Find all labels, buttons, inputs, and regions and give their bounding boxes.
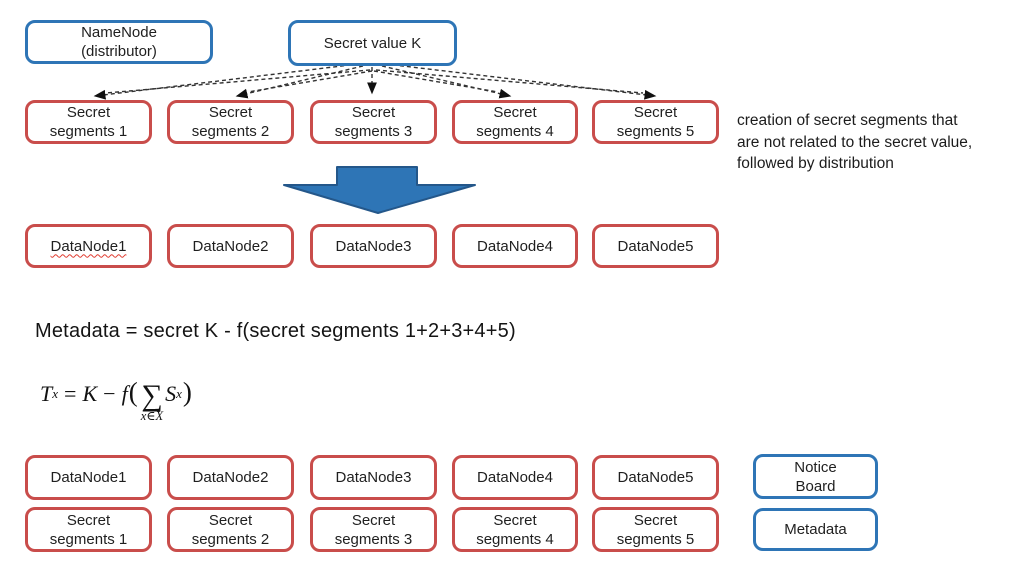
datanode-2-box: DataNode2 xyxy=(167,224,294,268)
secret-segments-4-bottom-box: Secret segments 4 xyxy=(452,507,578,552)
box-label: Secret xyxy=(351,104,396,121)
box-label: Secret xyxy=(493,104,537,121)
math-equals: = xyxy=(64,381,77,406)
datanode-5-box: DataNode5 xyxy=(592,224,719,268)
secret-segments-1-box: Secret segments 1 xyxy=(25,100,152,144)
box-label: DataNode3 xyxy=(335,237,412,255)
box-label: Secret xyxy=(351,511,396,529)
box-label: segments 2 xyxy=(191,530,270,548)
math-minus: − xyxy=(103,381,116,406)
sum-subscript: x∈X xyxy=(140,409,164,423)
secret-segments-4-box: Secret segments 4 xyxy=(452,100,578,144)
annotation-text: creation of secret segments that are not… xyxy=(737,110,1022,175)
datanode-1-bottom-box: DataNode1 xyxy=(25,455,152,500)
math-open-paren: ( xyxy=(128,376,138,407)
annotation-line: creation of secret segments that xyxy=(737,112,958,129)
box-label: DataNode2 xyxy=(192,469,269,486)
datanode-5-bottom-box: DataNode5 xyxy=(592,455,719,500)
math-T: T xyxy=(40,381,53,406)
datanode-3-bottom-box: DataNode3 xyxy=(310,455,437,500)
box-label: DataNode1 xyxy=(50,469,127,486)
math-K: K xyxy=(82,381,98,406)
box-label: segments 4 xyxy=(476,530,554,548)
box-label: segments 5 xyxy=(616,123,695,140)
dashed-arrow-to-segment-1 xyxy=(93,63,359,100)
secret-segments-1-bottom-box: Secret segments 1 xyxy=(25,507,152,552)
box-label: Secret xyxy=(66,104,111,121)
box-label: Secret xyxy=(208,511,253,529)
box-label: Secret xyxy=(208,104,253,121)
box-label: DataNode4 xyxy=(477,469,553,486)
box-label: segments 1 xyxy=(49,123,128,140)
secret-segments-5-box: Secret segments 5 xyxy=(592,100,719,144)
box-label: segments 3 xyxy=(334,530,413,548)
secret-value-box: Secret value K xyxy=(288,20,457,66)
math-close-paren: ) xyxy=(182,376,192,407)
box-label: Notice xyxy=(794,458,837,476)
box-label: DataNode5 xyxy=(617,469,694,486)
math-sum: ∑ x∈X xyxy=(140,379,164,423)
sigma-symbol: ∑ xyxy=(141,379,163,412)
box-label: segments 2 xyxy=(191,123,270,140)
annotation-line: are not related to the secret value, xyxy=(737,133,973,151)
box-label: DataNode2 xyxy=(192,237,269,255)
distribution-dashed-arrows xyxy=(93,63,657,100)
dashed-arrow-to-segment-5 xyxy=(385,63,657,100)
box-label: segments 5 xyxy=(616,530,695,548)
down-arrow-icon xyxy=(283,166,476,214)
box-label: segments 1 xyxy=(49,530,128,548)
box-label: Secret xyxy=(66,511,111,529)
box-label: DataNode1 xyxy=(50,237,127,255)
box-label: segments 3 xyxy=(334,123,413,140)
box-label: Metadata xyxy=(784,521,847,538)
datanode-2-bottom-box: DataNode2 xyxy=(167,455,294,500)
datanode-4-bottom-box: DataNode4 xyxy=(452,455,578,500)
box-label: Board xyxy=(795,477,836,495)
secret-segments-3-box: Secret segments 3 xyxy=(310,100,437,144)
metadata-formula-text: Metadata = secret K - f(secret segments … xyxy=(35,320,516,342)
math-f: f xyxy=(121,381,128,406)
secret-segments-2-box: Secret segments 2 xyxy=(167,100,294,144)
secret-segments-2-bottom-box: Secret segments 2 xyxy=(167,507,294,552)
namenode-box: NameNode (distributor) xyxy=(25,20,213,64)
dashed-arrow-to-segment-1b xyxy=(105,69,371,94)
datanode-4-box: DataNode4 xyxy=(452,224,578,268)
box-label: segments 4 xyxy=(476,123,554,140)
secret-segments-3-bottom-box: Secret segments 3 xyxy=(310,507,437,552)
box-label: DataNode4 xyxy=(477,237,553,255)
dashed-arrow-to-segment-5b xyxy=(375,69,644,94)
annotation-line: followed by distribution xyxy=(737,155,894,172)
secret-segments-5-bottom-box: Secret segments 5 xyxy=(592,507,719,552)
box-label: DataNode3 xyxy=(335,469,412,486)
box-label: Secret xyxy=(493,511,537,529)
box-label: Secret xyxy=(633,104,678,121)
math-T-sub: x xyxy=(52,386,59,401)
dashed-arrow-to-segment-4b xyxy=(373,70,499,93)
namenode-label-line1: NameNode xyxy=(81,24,157,41)
dashed-arrow-to-segment-2b xyxy=(247,70,373,93)
math-S-sub: x xyxy=(176,386,182,401)
notice-board-box: Notice Board xyxy=(753,454,878,499)
datanode-3-box: DataNode3 xyxy=(310,224,437,268)
namenode-label-line2: (distributor) xyxy=(81,43,157,60)
secret-value-label: Secret value K xyxy=(323,34,422,52)
metadata-box: Metadata xyxy=(753,508,878,551)
math-S: S xyxy=(165,381,177,406)
dashed-arrow-to-segment-4 xyxy=(381,65,512,99)
box-label: Secret xyxy=(633,511,678,529)
datanode-1-box: DataNode1 xyxy=(25,224,152,268)
box-label: DataNode5 xyxy=(617,237,694,255)
